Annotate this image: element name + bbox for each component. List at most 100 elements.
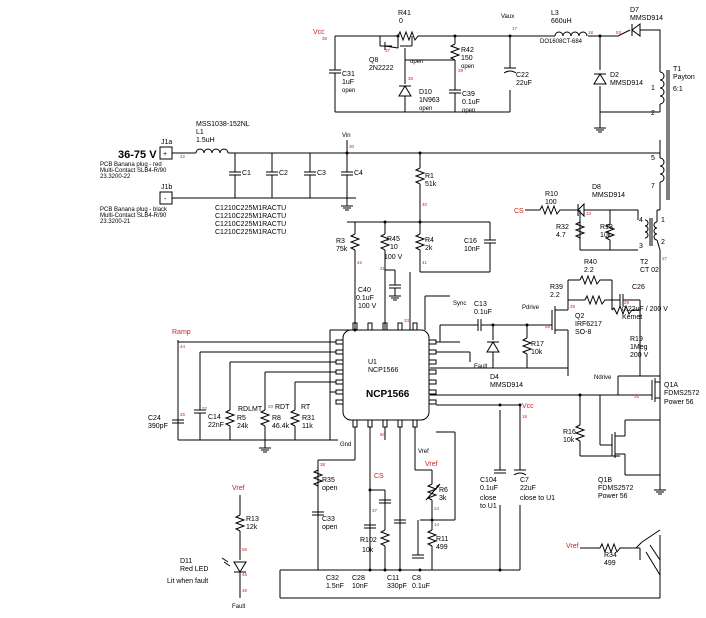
node-53: 53 <box>616 30 622 35</box>
r11-value: 499 <box>436 544 448 551</box>
d11-note: Lit when fault <box>167 578 208 585</box>
node-44: 44 <box>180 344 186 349</box>
r1-name: R1 <box>425 173 434 180</box>
t2-pin2: 2 <box>661 239 665 246</box>
t1-maker: Payton <box>673 74 695 81</box>
j1b-desc-1: PCB Banana plug - black <box>100 207 168 213</box>
c104-value: 0.1uF <box>480 485 498 492</box>
node-36: 36 <box>408 76 414 81</box>
r16-resistor <box>574 395 620 457</box>
c4-capacitor <box>341 153 353 211</box>
l3-value: 660uH <box>551 18 572 25</box>
j1b-desc-2: Multi-Contact SLB4-R/90 <box>100 213 167 219</box>
c33-value: open <box>322 524 338 531</box>
net-vref-mid: Vref <box>418 449 429 455</box>
t2-pin1: 1 <box>661 217 665 224</box>
node-41: 41 <box>422 260 428 265</box>
r6-name: R6 <box>439 487 448 494</box>
t1-name: T1 <box>673 66 681 73</box>
q1b-package: Power 56 <box>598 493 628 500</box>
r102-resistor <box>370 489 391 570</box>
d2-diode <box>593 73 607 85</box>
q2-value: IRF6217 <box>575 321 602 328</box>
r45-name: R45 <box>387 236 400 243</box>
rdlmt-label: RDLMT <box>238 406 263 413</box>
t2-pin4: 4 <box>639 217 643 224</box>
r40-value: 2.2 <box>584 267 594 274</box>
t2-value: CT 02 <box>640 267 659 274</box>
q1b-value: FDMS2572 <box>598 485 634 492</box>
c39-capacitor <box>449 89 461 112</box>
j1b-label: J1b <box>161 184 172 191</box>
c1-capacitor <box>229 153 241 198</box>
net-vaux: Vaux <box>501 14 514 20</box>
node-14: 14 <box>434 522 440 527</box>
l1-name: L1 <box>196 129 204 136</box>
c32-value: 1.5nF <box>326 583 344 590</box>
r11-resistor <box>426 520 438 570</box>
c31-open: open <box>342 88 355 94</box>
r35-name: R35 <box>322 477 335 484</box>
r4-resistor <box>414 222 490 273</box>
r6-value: 3k <box>439 495 447 502</box>
node-35: 35 <box>322 36 328 41</box>
r19-name: R19 <box>630 336 643 343</box>
c26-value: 0.22uF / 200 V <box>622 306 668 313</box>
t1-pin2: 2 <box>651 110 655 117</box>
r19-resistor <box>611 300 640 316</box>
c-part-4: C1210C225M1RACTU <box>215 229 286 236</box>
net-vref-led: Vref <box>232 485 245 492</box>
node-20: 20 <box>268 404 274 409</box>
r41-resistor <box>397 30 420 42</box>
c26-name: C26 <box>632 284 645 291</box>
c33-name: C33 <box>322 516 335 523</box>
c14-capacitor <box>194 409 206 440</box>
r39-value: 2.2 <box>550 292 560 299</box>
r1-value: 51k <box>425 181 437 188</box>
r13-name: R13 <box>246 516 259 523</box>
q8-name: Q8 <box>369 57 378 64</box>
r18-value: 10k <box>600 232 612 239</box>
q8-transistor <box>379 36 455 61</box>
l1-part: MSS1038-152NL <box>196 121 250 128</box>
r4-name: R4 <box>425 237 434 244</box>
node-13: 13 <box>586 211 592 216</box>
node-58: 58 <box>545 324 551 329</box>
r34-value: 499 <box>604 560 616 567</box>
node-17: 17 <box>512 26 518 31</box>
r42-open: open <box>461 64 474 70</box>
c39-value: 0.1uF <box>462 99 480 106</box>
d7-value: MMSD914 <box>630 15 663 22</box>
node-56: 56 <box>242 547 248 552</box>
node-21: 21 <box>380 266 386 271</box>
r31-name: R31 <box>302 415 315 422</box>
c-part-2: C1210C225M1RACTU <box>215 213 286 220</box>
node-25: 25 <box>180 412 186 417</box>
net-fault-led: Fault <box>232 604 246 610</box>
c39-open: open <box>462 108 475 114</box>
net-cs2: CS <box>374 473 384 480</box>
d2-name: D2 <box>610 72 619 79</box>
r35-value: open <box>322 485 338 492</box>
r17-resistor <box>430 325 568 369</box>
c13-capacitor <box>440 319 530 331</box>
r45-value: 10 <box>390 244 398 251</box>
r3-value: 75k <box>336 246 348 253</box>
ground-symbol <box>594 127 606 133</box>
r32-name: R32 <box>556 224 569 231</box>
t1-pin5: 5 <box>651 155 655 162</box>
t1-pin7: 7 <box>651 183 655 190</box>
c8-capacitor <box>412 520 424 559</box>
d7-diode <box>631 23 641 37</box>
node-42: 42 <box>357 260 363 265</box>
net-vref-opto: Vref <box>566 543 579 550</box>
net-vcc-top: Vcc <box>313 29 325 36</box>
vcc-rail-top <box>334 29 661 128</box>
t2-transformer <box>644 196 661 490</box>
d10-zener <box>398 60 412 112</box>
c22-capacitor <box>503 67 517 74</box>
r31-value: 11k <box>302 423 313 430</box>
node-40: 40 <box>422 202 428 207</box>
c104-note-1: close <box>480 495 496 502</box>
net-gnd: Gnd <box>340 442 351 448</box>
